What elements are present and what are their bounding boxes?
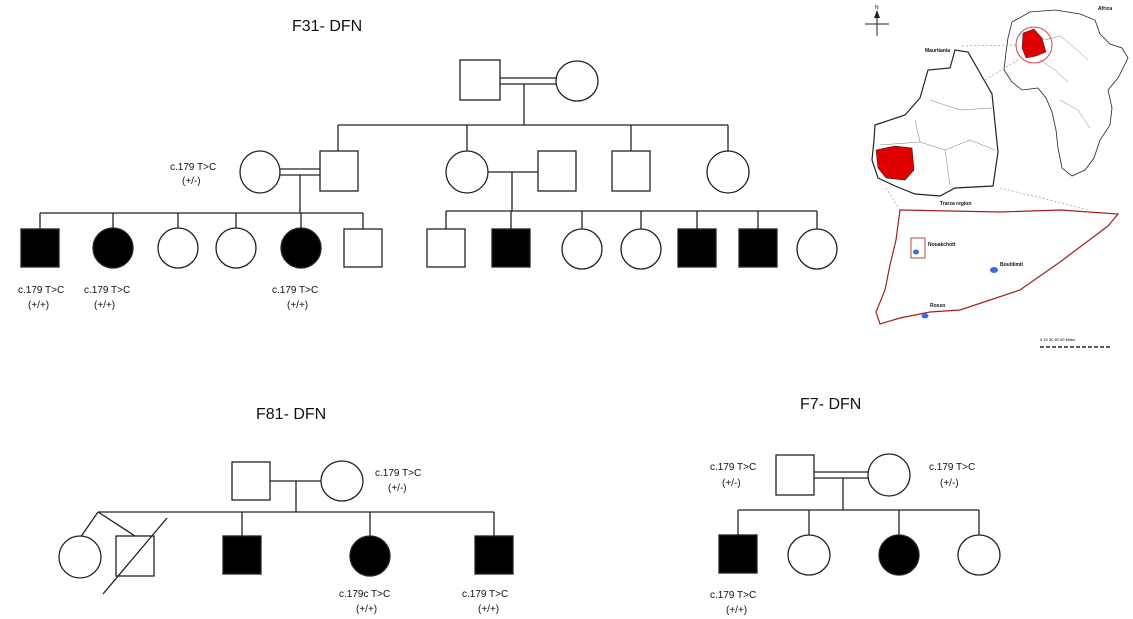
pedigree-f31: F31- DFN c.179 T>C (+/-): [18, 18, 838, 311]
city-box: [910, 237, 926, 259]
f31-child2-affected-circle: [92, 227, 134, 269]
f31-cousin7-circle: [796, 228, 838, 270]
f7-father-genotype: c.179 T>C: [710, 462, 756, 473]
f7-title: F7- DFN: [800, 396, 861, 413]
f81-mother-genotype: c.179 T>C: [375, 468, 421, 479]
africa-outline: [1003, 9, 1129, 177]
f31-father-square: [319, 150, 359, 192]
map-region-label: Trarza region: [940, 201, 971, 207]
f81-deceased-slash: [102, 517, 168, 595]
f31-cousin4-circle: [620, 228, 662, 270]
f7-child2-circle: [787, 534, 831, 576]
map-city2-label: Boutilimit: [1000, 262, 1023, 268]
connector-line: [885, 187, 901, 211]
f7-child1-affected-square: [718, 534, 758, 574]
connector-line: [999, 187, 1091, 211]
pedigree-f81: F81- DFN c.179 T>C (+/-) c.179c T>C (+/+…: [58, 406, 514, 615]
f81-mother-zygosity: (+/-): [388, 483, 407, 494]
f31-grandfather-square: [459, 59, 501, 101]
f7-child1-genotype: c.179 T>C: [710, 590, 756, 601]
f81-child1-circle: [58, 535, 102, 579]
f31-child1-zygosity: (+/+): [28, 300, 49, 311]
f81-child4-zygosity: (+/+): [356, 604, 377, 615]
f31-mother-genotype: c.179 T>C: [170, 162, 216, 173]
f81-child5-affected-square: [474, 535, 514, 575]
map-inset: N Africa Mauritania Trarza region Nouakc…: [865, 5, 1129, 348]
map-city3-label: Rosso: [930, 303, 945, 309]
map-country-label: Mauritania: [925, 48, 950, 54]
f31-cousin2-affected-square: [491, 228, 531, 268]
f31-child1-affected-square: [20, 228, 60, 268]
f31-grandmother-circle: [555, 60, 599, 102]
f81-child5-genotype: c.179 T>C: [462, 589, 508, 600]
f31-child5-zygosity: (+/+): [287, 300, 308, 311]
map-africa-label: Africa: [1098, 6, 1112, 12]
svg-text:N: N: [875, 5, 879, 11]
f31-cousin5-affected-square: [677, 228, 717, 268]
f7-mother-zygosity: (+/-): [940, 478, 959, 489]
f81-child3-affected-square: [222, 535, 262, 575]
scale-bar: 0 15 30 60 90 Miles: [1040, 337, 1110, 348]
f31-child2-zygosity: (+/+): [94, 300, 115, 311]
f81-title: F81- DFN: [256, 406, 326, 423]
city-marker-icon: [921, 313, 929, 319]
f31-cousin1-square: [426, 228, 466, 268]
trarza-zoomed-outline: [875, 209, 1120, 325]
f31-child4-circle: [215, 227, 257, 269]
africa-mauritania-highlight: [1021, 28, 1047, 59]
f81-drop: [79, 511, 99, 539]
f31-cousin3-circle: [561, 228, 603, 270]
f31-title: F31- DFN: [292, 18, 362, 35]
f31-mother-circle: [239, 150, 281, 194]
city-marker-icon: [990, 267, 998, 273]
f7-mother-circle: [867, 453, 911, 497]
f31-cousin6-affected-square: [738, 228, 778, 268]
f31-mother-zygosity: (+/-): [182, 176, 201, 187]
map-scale-label: 0 15 30 60 90 Miles: [1040, 337, 1075, 342]
f81-drop: [97, 511, 136, 537]
f31-uncle2-square: [611, 150, 651, 192]
f81-father-square: [231, 461, 271, 501]
f31-child6-square: [343, 228, 383, 268]
north-arrow-icon: N: [865, 5, 889, 36]
f81-child4-affected-circle: [349, 535, 391, 577]
f31-aunt-circle: [445, 150, 489, 194]
f31-child2-genotype: c.179 T>C: [84, 285, 130, 296]
f81-mother-circle: [320, 460, 364, 502]
trarza-region-highlight: [875, 145, 915, 181]
f31-child5-affected-circle: [280, 227, 322, 269]
f7-father-zygosity: (+/-): [722, 478, 741, 489]
f7-child3-affected-circle: [878, 534, 920, 576]
f81-child5-zygosity: (+/+): [478, 604, 499, 615]
f7-child1-zygosity: (+/+): [726, 605, 747, 616]
f31-child5-genotype: c.179 T>C: [272, 285, 318, 296]
f7-child4-circle: [957, 534, 1001, 576]
f81-child4-genotype: c.179c T>C: [339, 589, 390, 600]
f31-aunt2-circle: [706, 150, 750, 194]
map-city1-label: Nouakchott: [928, 242, 956, 248]
connector-line: [959, 44, 1017, 47]
city-marker-icon: [913, 249, 919, 255]
f7-mother-genotype: c.179 T>C: [929, 462, 975, 473]
f31-child3-circle: [157, 227, 199, 269]
f31-uncle-square: [537, 150, 577, 192]
f31-child1-genotype: c.179 T>C: [18, 285, 64, 296]
mauritania-regions: [879, 99, 996, 186]
f7-father-square: [775, 454, 815, 496]
pedigree-f7: F7- DFN c.179 T>C (+/-) c.179 T>C (+/-) …: [710, 396, 1001, 616]
